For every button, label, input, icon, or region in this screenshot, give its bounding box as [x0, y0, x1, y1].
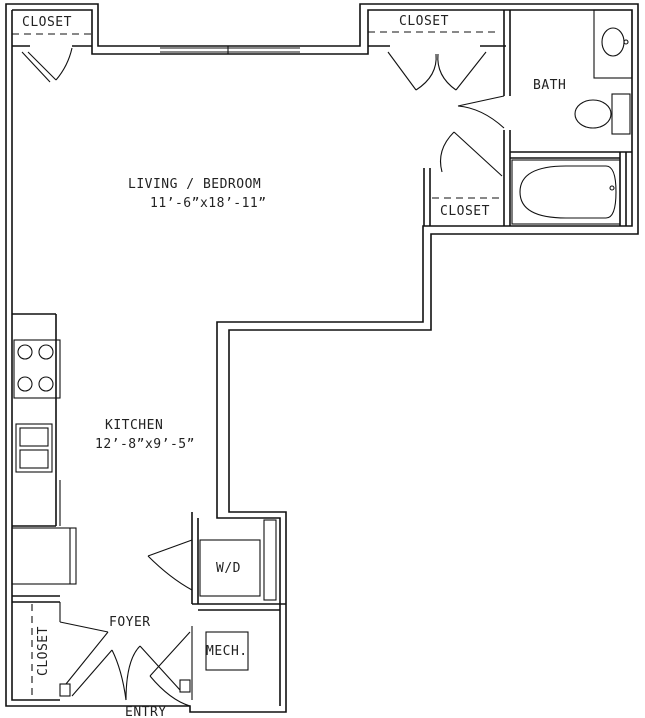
closet-top-right-label: CLOSET	[399, 14, 449, 29]
closet-mid-label: CLOSET	[440, 204, 490, 219]
foyer-label: FOYER	[109, 615, 151, 630]
entry-label: ENTRY	[125, 705, 167, 718]
closet-top-left-label: CLOSET	[22, 15, 72, 30]
kitchen-fixtures	[11, 313, 77, 585]
closet-top-right-shape	[368, 31, 506, 91]
mech-label: MECH.	[206, 644, 248, 659]
closet-top-left-shape	[12, 33, 92, 83]
foyer-closet-entry	[12, 595, 181, 701]
closet-foyer-label: CLOSET	[36, 626, 51, 676]
living-bedroom-label: LIVING / BEDROOM	[128, 177, 261, 192]
kitchen-dimensions: 12’-8”x9’-5”	[95, 437, 195, 452]
exterior-walls	[5, 3, 639, 713]
laundry-mech	[147, 512, 286, 707]
wd-label: W/D	[216, 561, 241, 576]
living-bedroom-dimensions: 11’-6”x18’-11”	[150, 196, 267, 211]
window-top	[160, 46, 300, 54]
closet-mid-shape	[423, 131, 503, 226]
kitchen-label: KITCHEN	[105, 418, 163, 433]
bath-label: BATH	[533, 78, 566, 93]
bath-shape	[457, 9, 633, 226]
